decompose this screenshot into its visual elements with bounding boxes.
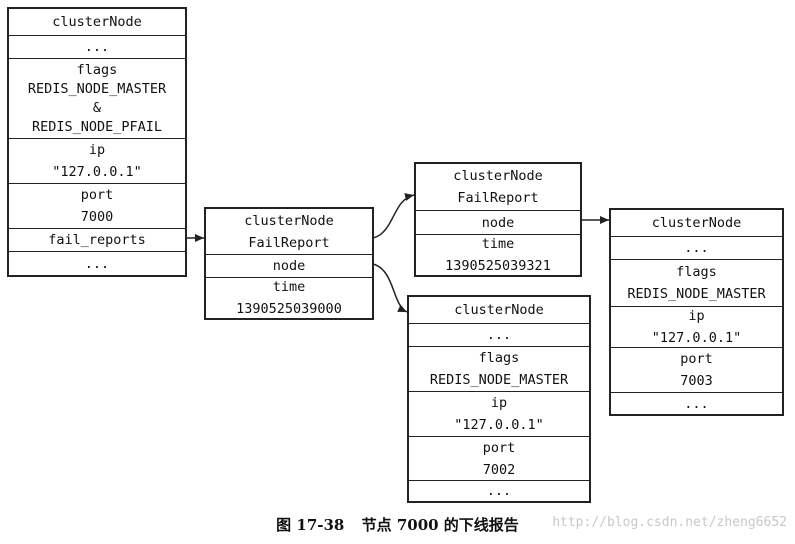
- flags-value: REDIS_NODE_MASTER: [429, 372, 569, 388]
- flags-label: flags: [478, 350, 520, 366]
- report-node-field: node: [206, 255, 372, 278]
- figure-number: 图 17-38: [276, 516, 345, 534]
- report-time-field: time 1390525039321: [416, 235, 580, 275]
- time-value: 1390525039321: [445, 258, 551, 274]
- port-label: port: [80, 187, 114, 203]
- node-label: node: [272, 258, 306, 274]
- port-value: 7000: [80, 209, 114, 225]
- time-label: time: [481, 236, 515, 252]
- ellipsis-text: ...: [684, 395, 709, 412]
- port-label: port: [680, 351, 713, 367]
- node-ellipsis-bottom: ...: [409, 481, 589, 501]
- report-title: clusterNode FailReport: [416, 164, 580, 211]
- flags-field: flags REDIS_NODE_MASTER & REDIS_NODE_PFA…: [9, 59, 185, 139]
- ellipsis-text: ...: [486, 483, 512, 499]
- fail-reports-label: fail_reports: [48, 232, 146, 248]
- title-line1: clusterNode: [453, 168, 543, 184]
- ip-field: ip "127.0.0.1": [611, 307, 782, 348]
- ip-value: "127.0.0.1": [454, 417, 544, 433]
- node-title: clusterNode: [9, 9, 185, 36]
- port-value: 7003: [680, 373, 713, 389]
- arrow-report1-to-report2: [372, 193, 415, 239]
- ip-value: "127.0.0.1": [52, 164, 142, 180]
- title-line2: FailReport: [457, 190, 539, 206]
- flags-field: flags REDIS_NODE_MASTER: [611, 260, 782, 307]
- ip-field: ip "127.0.0.1": [409, 392, 589, 437]
- cluster-node-7000: clusterNode ... flags REDIS_NODE_MASTER …: [7, 7, 187, 277]
- fail-reports-field: fail_reports: [9, 229, 185, 252]
- node-title: clusterNode: [611, 210, 782, 237]
- ip-label: ip: [490, 395, 508, 411]
- port-field: port 7003: [611, 348, 782, 393]
- node-label: node: [481, 214, 515, 231]
- report-node-field: node: [416, 211, 580, 235]
- ellipsis-text: ...: [486, 327, 512, 343]
- ellipsis-text: ...: [84, 39, 110, 55]
- fail-report-2: clusterNode FailReport node time 1390525…: [414, 162, 582, 277]
- flags-label: flags: [76, 61, 118, 78]
- title-text: clusterNode: [454, 302, 544, 318]
- node-title: clusterNode: [409, 297, 589, 324]
- ip-label: ip: [688, 308, 705, 324]
- flags-label: flags: [676, 264, 717, 280]
- cluster-node-7003: clusterNode ... flags REDIS_NODE_MASTER …: [609, 208, 784, 416]
- node-ellipsis-bottom: ...: [611, 393, 782, 414]
- port-field: port 7002: [409, 437, 589, 481]
- port-field: port 7000: [9, 184, 185, 229]
- flags-value-master: REDIS_NODE_MASTER: [27, 80, 167, 97]
- ip-field: ip "127.0.0.1": [9, 139, 185, 184]
- title-line1: clusterNode: [244, 212, 334, 229]
- ellipsis-text: ...: [684, 240, 709, 256]
- figure-title: 节点 7000 的下线报告: [361, 516, 519, 534]
- flags-ampersand: &: [92, 99, 102, 116]
- time-label: time: [272, 279, 306, 295]
- time-value: 1390525039000: [236, 301, 342, 317]
- ip-value: "127.0.0.1": [651, 330, 742, 346]
- flags-value-pfail: REDIS_NODE_PFAIL: [31, 118, 163, 135]
- port-value: 7002: [482, 461, 516, 478]
- arrow-report1-to-node7002: [372, 263, 408, 313]
- report-title: clusterNode FailReport: [206, 209, 372, 255]
- cluster-node-7002: clusterNode ... flags REDIS_NODE_MASTER …: [407, 295, 591, 503]
- fail-report-1: clusterNode FailReport node time 1390525…: [204, 207, 374, 320]
- watermark: http://blog.csdn.net/zheng6652: [552, 515, 787, 530]
- node-ellipsis: ...: [9, 36, 185, 59]
- flags-value: REDIS_NODE_MASTER: [627, 286, 766, 302]
- title-line2: FailReport: [248, 234, 330, 251]
- port-label: port: [482, 439, 516, 456]
- ellipsis-text: ...: [84, 255, 110, 272]
- title-text: clusterNode: [651, 215, 742, 231]
- report-time-field: time 1390525039000: [206, 278, 372, 318]
- title-text: clusterNode: [52, 14, 142, 30]
- node-ellipsis: ...: [611, 237, 782, 260]
- node-ellipsis-bottom: ...: [9, 252, 185, 275]
- figure-caption: 图 17-38 节点 7000 的下线报告: [0, 514, 795, 535]
- ip-label: ip: [88, 142, 106, 158]
- flags-field: flags REDIS_NODE_MASTER: [409, 347, 589, 392]
- node-ellipsis: ...: [409, 324, 589, 347]
